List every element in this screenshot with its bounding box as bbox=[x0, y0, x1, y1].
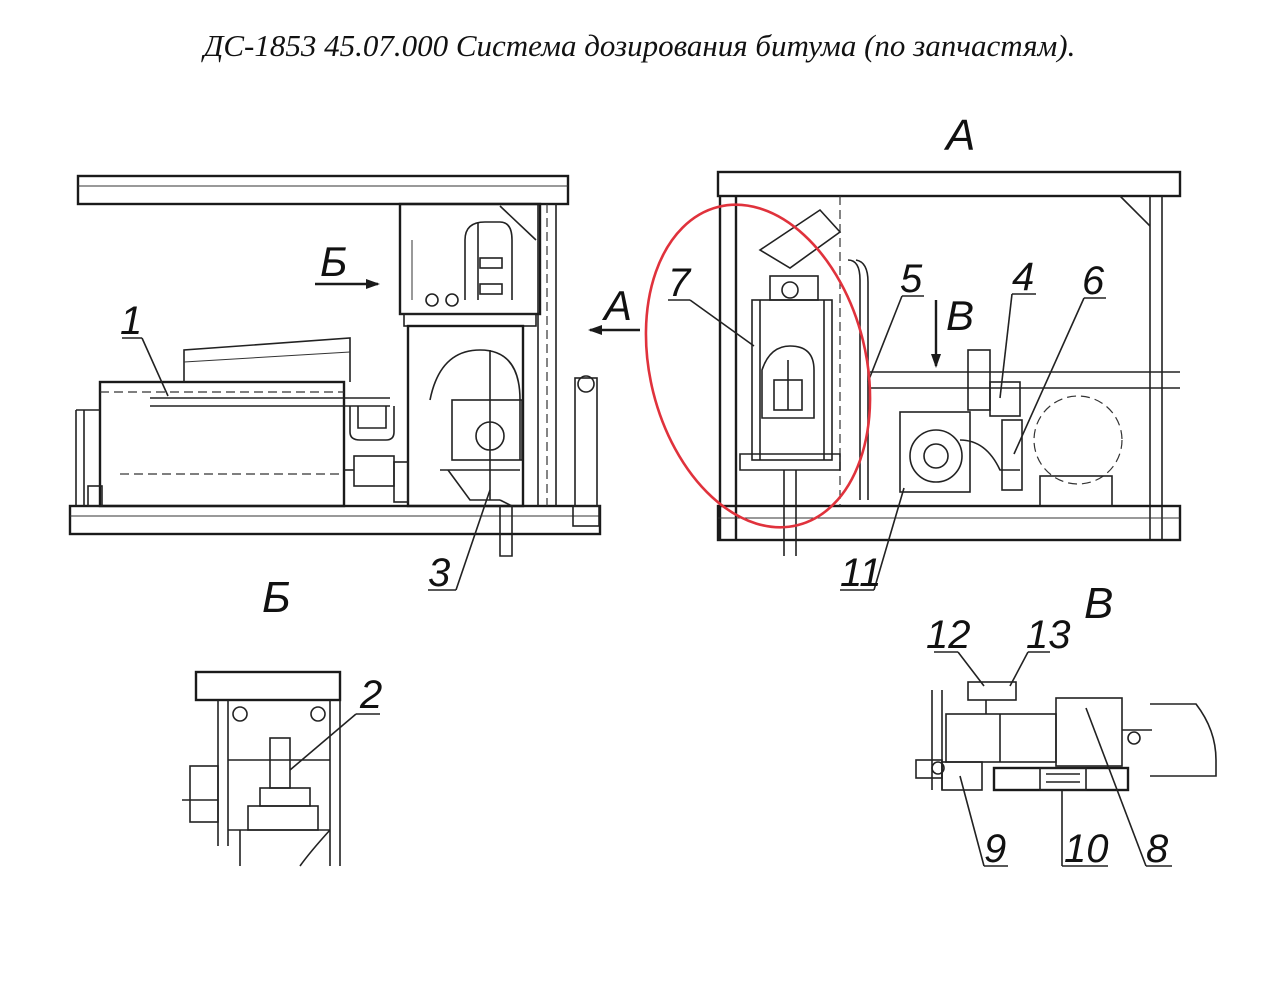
callout-8: 8 bbox=[1146, 827, 1169, 871]
callout-1: 1 bbox=[120, 299, 142, 343]
callout-5: 5 bbox=[900, 257, 923, 301]
left-side-view bbox=[68, 174, 640, 591]
callout-13: 13 bbox=[1026, 613, 1071, 657]
callout-4: 4 bbox=[1012, 255, 1034, 299]
highlight-ellipse bbox=[644, 203, 872, 529]
callout-11: 11 bbox=[840, 551, 882, 595]
callout-2: 2 bbox=[359, 673, 382, 717]
view-arrow-label-v: В bbox=[946, 292, 974, 339]
view-v-detail bbox=[915, 651, 1217, 867]
view-label-a-top: А bbox=[943, 111, 975, 160]
callout-7: 7 bbox=[668, 261, 692, 305]
drawing-title: ДС-1853 45.07.000 Система дозирования би… bbox=[203, 28, 1076, 63]
view-b-detail bbox=[182, 670, 380, 867]
callout-10: 10 bbox=[1064, 827, 1109, 871]
view-arrow-label-b: Б bbox=[320, 238, 347, 285]
right-view-a bbox=[668, 170, 1182, 591]
callout-6: 6 bbox=[1082, 259, 1105, 303]
view-label-v-bottom: В bbox=[1084, 579, 1113, 628]
view-label-b-bottom: Б bbox=[262, 573, 291, 622]
callout-3: 3 bbox=[428, 551, 450, 595]
view-arrow-label-a: А bbox=[601, 282, 632, 329]
callout-9: 9 bbox=[984, 827, 1006, 871]
callout-12: 12 bbox=[926, 613, 971, 657]
